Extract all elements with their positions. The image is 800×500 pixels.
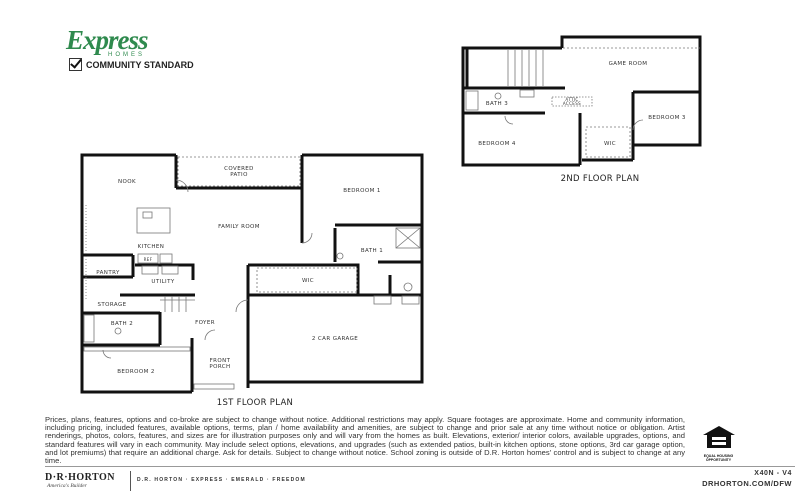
room-label-pantry: PANTRY: [96, 270, 120, 276]
dr-horton-logo: D·R·HORTON: [45, 472, 116, 483]
footer-divider: [45, 466, 795, 467]
room-label-covered-patio-2: PATIO: [230, 172, 248, 178]
express-homes-logo: Express HOMES: [66, 25, 149, 59]
appliance-label-ref: REF: [144, 257, 153, 262]
room-label-wic: WIC: [302, 278, 314, 284]
room-label-bath-3: BATH 3: [486, 101, 508, 107]
room-label-bedroom-2: BEDROOM 2: [117, 369, 155, 375]
equal-housing-icon: [702, 426, 735, 448]
community-standard-label: COMMUNITY STANDARD: [86, 59, 194, 70]
room-label-bath-1: BATH 1: [361, 248, 383, 254]
second-floor-title: 2ND FLOOR PLAN: [561, 174, 640, 184]
equal-housing-text: EQUAL HOUSING OPPORTUNITY: [703, 454, 734, 462]
room-label-nook: NOOK: [118, 179, 136, 185]
first-floor-title: 1ST FLOOR PLAN: [217, 398, 293, 408]
equal-housing-logo: EQUAL HOUSING OPPORTUNITY: [696, 425, 741, 462]
room-label-family-room: FAMILY ROOM: [218, 224, 260, 230]
room-label-garage: 2 CAR GARAGE: [312, 336, 358, 342]
room-label-covered-patio: COVERED: [224, 166, 254, 172]
attic-access-label: ATTIC: [565, 97, 578, 102]
footer-separator: [130, 471, 131, 491]
second-floor-walls: [461, 35, 702, 167]
room-label-bedroom-1: BEDROOM 1: [343, 188, 381, 194]
logo-subtext: HOMES: [108, 52, 146, 58]
first-floor-walls: [80, 153, 424, 394]
dr-horton-tagline: America's Builder: [47, 483, 87, 489]
room-label-utility: UTILITY: [151, 279, 174, 285]
room-label-front-porch-2: PORCH: [209, 364, 230, 370]
room-label-bedroom-3: BEDROOM 3: [648, 115, 686, 121]
room-label-kitchen: KITCHEN: [138, 244, 165, 250]
room-label-bath-2: BATH 2: [111, 321, 133, 327]
logo-wordmark: Express: [66, 25, 149, 55]
website-link[interactable]: DRHORTON.COM/DFW: [702, 479, 792, 488]
room-label-game-room: GAME ROOM: [609, 61, 648, 67]
brand-list: D.R. HORTON · EXPRESS · EMERALD · FREEDO…: [137, 477, 306, 483]
checkmark-icon: [69, 58, 82, 71]
room-label-front-porch: FRONT: [210, 358, 231, 364]
disclaimer-text: Prices, plans, features, options and co-…: [45, 415, 685, 466]
first-floor-thin-lines: [83, 156, 421, 390]
room-label-wic-2: WIC: [604, 141, 616, 147]
second-floor-thin-lines: [465, 47, 700, 158]
room-label-bedroom-4: BEDROOM 4: [478, 141, 516, 147]
room-label-foyer: FOYER: [195, 320, 215, 326]
attic-access-label-2: ACCESS: [563, 101, 581, 106]
room-label-storage: STORAGE: [98, 302, 127, 308]
community-standard: COMMUNITY STANDARD: [69, 58, 194, 71]
model-code: X40N - V4: [754, 470, 792, 477]
